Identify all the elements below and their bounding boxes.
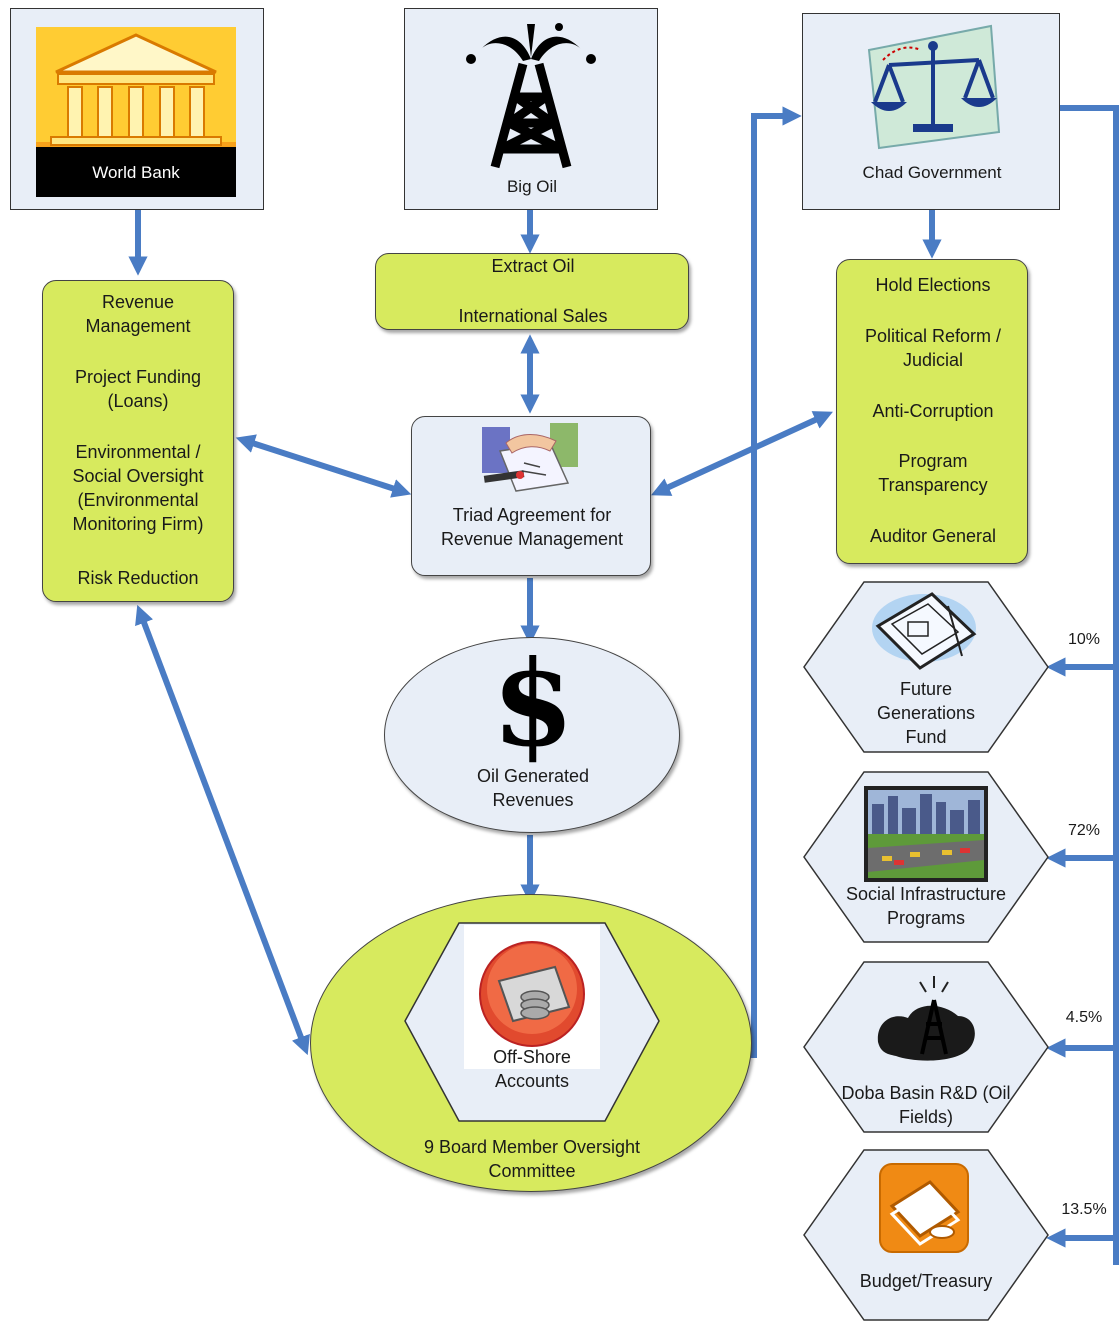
world-bank-node: World Bank [10,8,264,210]
oil-derrick-icon [466,23,596,169]
bank-building-icon [36,27,236,197]
future-fund-label: Future Generations Fund [876,679,976,747]
chad-item-hold-elections: Hold Elections [875,275,991,295]
triad-agreement-node: Triad Agreement for Revenue Management [411,416,651,576]
future-fund-percent: 10% [1067,631,1101,648]
oil-revenues-label: Oil Generated Revenues [476,766,590,810]
oil-field-icon [877,976,975,1061]
wb-item-revenue-management: Revenue Management [85,292,191,336]
social-infrastructure-percent: 72% [1067,822,1101,839]
justice-scales-icon [867,24,1001,150]
hexagon-shape [803,581,1049,753]
allocation-social-infrastructure: Social Infrastructure Programs [802,770,1050,944]
oversight-committee-label: 9 Board Member Oversight Committee [423,1137,641,1181]
arrow-offshore-to-chad [751,106,802,1058]
big-oil-item-sales: International Sales [458,306,608,326]
savings-document-icon [872,592,977,670]
chad-role-box: Hold Elections Political Reform / Judici… [836,259,1028,564]
budget-treasury-percent: 13.5% [1061,1201,1107,1218]
chad-item-program-transparency: Program Transparency [878,451,988,495]
allocation-doba-basin: Doba Basin R&D (Oil Fields) [802,960,1050,1134]
cash-bundle-icon [879,1163,969,1253]
social-infrastructure-label: Social Infrastructure Programs [845,884,1007,928]
allocation-budget-treasury: Budget/Treasury [802,1148,1050,1322]
arrow-wb-triad [235,434,412,498]
triad-agreement-label: Triad Agreement for Revenue Management [440,505,624,549]
chad-government-label: Chad Government [862,163,1002,182]
oil-revenues-node: $ Oil Generated Revenues [384,637,680,833]
city-infrastructure-icon [864,786,988,882]
offshore-accounts-label: Off-Shore Accounts [493,1047,571,1091]
money-stack-icon [479,941,585,1047]
handshake-contract-icon [482,423,578,492]
wb-item-project-funding: Project Funding (Loans) [74,367,202,411]
arrow-wb-offshore [135,604,310,1056]
arrow-chad-right-line [1060,105,1119,1265]
world-bank-role-box: Revenue Management Project Funding (Loan… [42,280,234,602]
oversight-committee-node: Off-Shore Accounts 9 Board Member Oversi… [310,894,752,1192]
chad-item-auditor-general: Auditor General [869,526,997,546]
big-oil-item-extract: Extract Oil [491,256,575,276]
big-oil-role-box: Extract Oil International Sales [375,253,689,330]
budget-treasury-label: Budget/Treasury [859,1271,993,1291]
allocation-future-fund: Future Generations Fund [802,580,1050,754]
chad-item-political-reform: Political Reform / Judicial [864,326,1002,370]
chad-government-node: Chad Government [802,13,1060,210]
world-bank-label: World Bank [92,163,180,182]
arrow-chad-triad [651,411,833,496]
big-oil-label: Big Oil [506,177,558,196]
wb-item-risk-reduction: Risk Reduction [77,568,199,588]
dollar-icon: $ [491,634,575,773]
doba-basin-percent: 4.5% [1065,1009,1103,1026]
chad-item-anti-corruption: Anti-Corruption [872,401,994,421]
doba-basin-label: Doba Basin R&D (Oil Fields) [841,1083,1011,1127]
wb-item-environmental-oversight: Environmental / Social Oversight (Enviro… [72,442,204,534]
big-oil-node: Big Oil [404,8,658,210]
